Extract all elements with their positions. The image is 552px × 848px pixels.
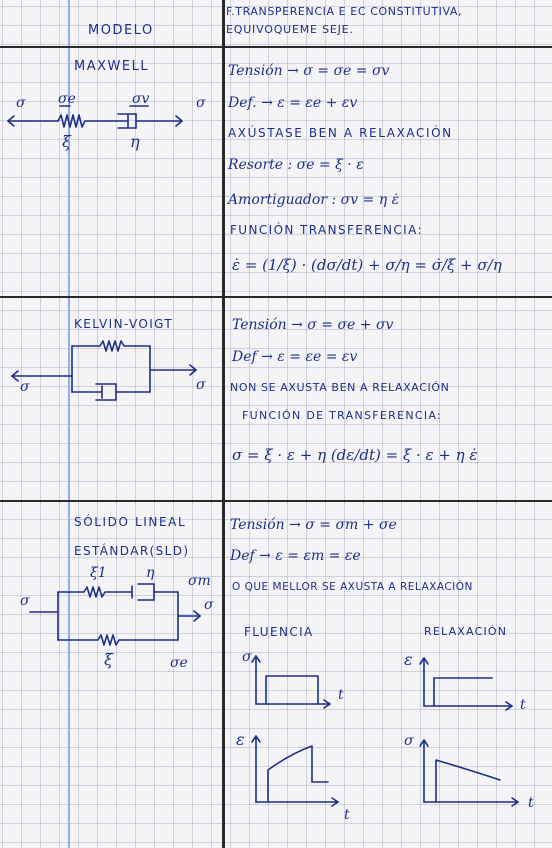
graph2-x-axis-label: t (520, 697, 526, 713)
section-divider-kelvin (0, 500, 552, 502)
kelvin-line-transfer-eq: σ = ξ · ε + η (dε/dt) = ξ · ε + η ε̇ (232, 446, 478, 464)
graph4-y-axis-label: σ (404, 733, 414, 749)
kelvin-line-tension: Tensión → σ = σe + σv (232, 317, 394, 333)
sld-line-def: Def → ε = εm = εe (230, 548, 361, 564)
sld-label-sigma-e: σe (170, 655, 188, 671)
header-left-title: MODELO (88, 23, 154, 38)
maxwell-label-sigma-e: σe (58, 91, 76, 107)
graph4-x-axis-label: t (528, 795, 534, 811)
kelvin-line-def: Def → ε = εe = εv (232, 349, 358, 365)
sld-title-line2: ESTÁNDAR(SLD) (74, 544, 190, 558)
maxwell-line-tension: Tensión → σ = σe = σv (228, 63, 390, 79)
maxwell-line-transfer-eq: ε̇ = (1/ξ) · (dσ/dt) + σ/η = σ̇/ξ + σ/η (232, 256, 502, 274)
sld-label-sigma-left: σ (20, 593, 30, 609)
graph1-x-axis-label: t (338, 687, 344, 703)
graph3-x-axis-label: t (344, 807, 350, 823)
kelvin-title: KELVIN-VOIGT (74, 317, 174, 331)
sld-label-eta: η (146, 565, 155, 581)
maxwell-title: MAXWELL (74, 59, 150, 74)
maxwell-label-xi: ξ (62, 132, 71, 151)
sld-line-tension: Tensión → σ = σm + σe (230, 517, 397, 533)
kelvin-line-funcion: FUNCIÓN DE TRANSFERENCIA: (242, 409, 443, 422)
graph2-y-axis-label: ε (404, 650, 413, 669)
relaxacion-label: RELAXACIÓN (424, 625, 508, 638)
maxwell-line-amortiguador: Amortiguador : σv = η ε̇ (228, 192, 400, 208)
maxwell-label-sigma-v: σv (132, 91, 150, 107)
sld-label-sigma-m: σm (188, 573, 211, 589)
graph1-y-axis-label: σ (242, 649, 252, 665)
sld-label-sigma-right: σ (204, 597, 214, 613)
maxwell-label-eta: η (130, 132, 140, 151)
sld-title-line1: SÓLIDO LINEAL (74, 515, 187, 529)
maxwell-line-axustase: AXÚSTASE BEN A RELAXACIÓN (228, 126, 453, 140)
fluencia-label: FLUENCIA (244, 625, 314, 639)
kelvin-line-non-axusta: NON SE AXUSTA BEN A RELAXACIÓN (230, 381, 450, 394)
maxwell-label-sigma-left: σ (16, 95, 26, 111)
maxwell-line-funcion: FUNCIÓN TRANSFERENCIA: (230, 223, 423, 237)
maxwell-line-def: Def. → ε = εe + εv (228, 95, 358, 111)
sld-label-xi: ξ (104, 650, 113, 669)
header-right-line1: F.TRANSPERENCIA E EC CONSTITUTIVA, (226, 5, 463, 18)
graph3-y-axis-label: ε (236, 730, 245, 749)
header-right-line2: EQUIVOQUEME SEJE. (226, 23, 354, 36)
notebook-margin-line (68, 0, 70, 848)
maxwell-label-sigma-right: σ (196, 95, 206, 111)
sld-label-xi1: ξ1 (90, 565, 107, 581)
kelvin-label-sigma-right: σ (196, 377, 206, 393)
section-divider-maxwell (0, 296, 552, 298)
header-divider (0, 46, 552, 48)
kelvin-label-sigma-left: σ (20, 379, 30, 395)
maxwell-line-resorte: Resorte : σe = ξ · ε (228, 157, 364, 173)
sld-line-mellor: O QUE MELLOR SE AXUSTA A RELAXACIÓN (232, 581, 473, 593)
column-divider (222, 0, 225, 848)
